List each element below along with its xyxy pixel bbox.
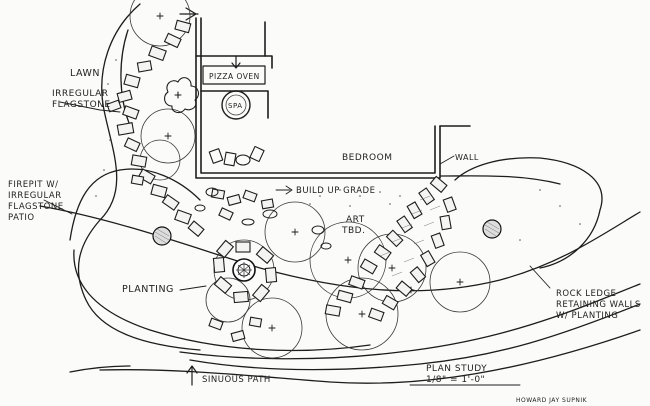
label-firepit-1: FIREPIT W/ [8, 180, 58, 190]
house-outline [179, 7, 471, 179]
label-firepit-2: IRREGULAR [8, 191, 62, 201]
spa [221, 90, 251, 120]
rock-ledge-walls [324, 175, 457, 322]
label-wall: WALL [455, 153, 479, 162]
tree-centers [156, 12, 464, 332]
label-lawn: LAWN [70, 68, 100, 79]
label-rock-ledge-1: ROCK LEDGE [556, 289, 616, 299]
label-rock-ledge-2: RETAINING WALLS [556, 300, 641, 310]
label-art-1: ART [346, 215, 365, 225]
label-irregular-flagstone-1: IRREGULAR [52, 89, 109, 99]
ground-stipple [95, 59, 581, 241]
designer-signature: HOWARD JAY SUPNIK [516, 397, 588, 404]
planting-bed-edges [39, 3, 641, 384]
patio-chairs [208, 145, 265, 167]
label-irregular-flagstone-2: FLAGSTONE [52, 100, 111, 110]
flagstone-path [106, 19, 205, 238]
label-plan-study: PLAN STUDY [426, 364, 487, 374]
label-scale: 1/8" = 1'-0" [426, 375, 485, 385]
label-bedroom: BEDROOM [342, 153, 392, 163]
label-firepit-4: PATIO [8, 213, 35, 223]
shrub-cluster [163, 77, 200, 114]
label-spa: SPA [228, 102, 243, 110]
leader-lines [43, 101, 551, 386]
label-firepit-3: FLAGSTONE [8, 202, 64, 212]
label-planting: PLANTING [122, 284, 174, 295]
patio-flagstones [208, 188, 275, 343]
boulders [194, 187, 332, 250]
label-art-2: TBD. [341, 226, 365, 236]
sinuous-path-arrow [186, 365, 198, 386]
label-build-up-grade: BUILD UP GRADE [296, 186, 375, 196]
accent-trees [152, 219, 502, 246]
label-sinuous-path: SINUOUS PATH [202, 375, 271, 385]
label-pizza-oven: PIZZA OVEN [209, 72, 260, 81]
label-rock-ledge-3: W/ PLANTING [556, 311, 618, 321]
firepit [212, 239, 278, 304]
